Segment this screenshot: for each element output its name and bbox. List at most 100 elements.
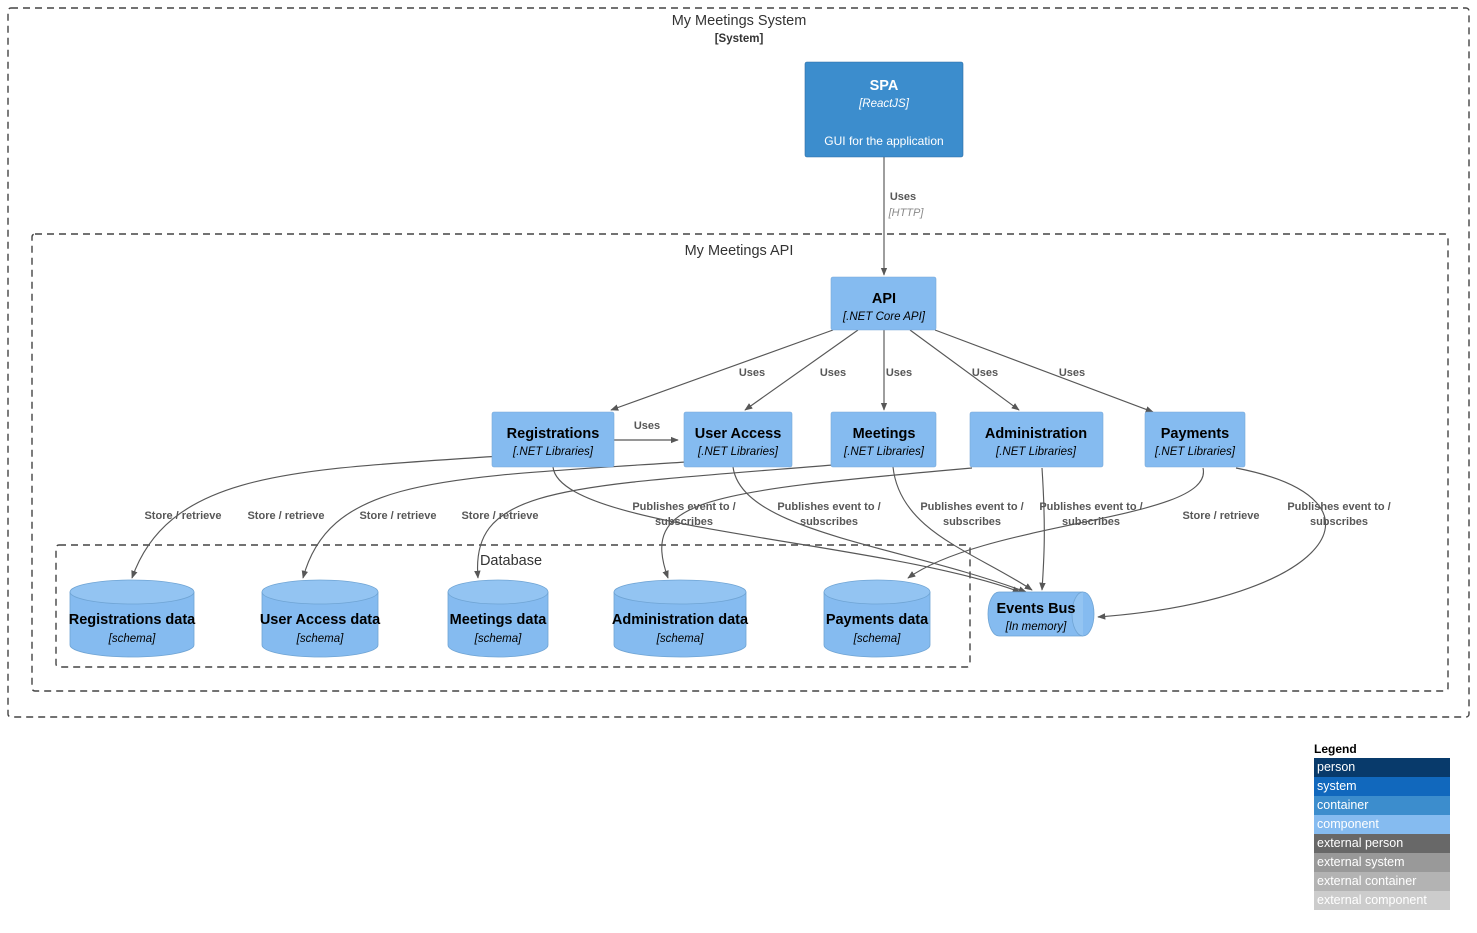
node-payments-data-title: Payments data	[826, 612, 929, 628]
node-administration-data-title: Administration data	[612, 612, 749, 628]
legend-item-component-label: component	[1317, 817, 1379, 831]
node-meetings-title: Meetings	[853, 426, 916, 442]
node-user-access[interactable]: User Access [.NET Libraries]	[683, 411, 793, 468]
node-administration-data[interactable]: Administration data [schema]	[612, 579, 749, 658]
boundary-sublabel-system: [System]	[715, 33, 764, 45]
node-spa-description: GUI for the application	[824, 134, 943, 148]
legend-item-system-label: system	[1317, 779, 1357, 793]
legend-item-person: person	[1314, 758, 1450, 777]
edge-label-administration-bus-line1: Publishes event to /	[1039, 501, 1142, 513]
node-registrations-data-tech: [schema]	[108, 633, 156, 645]
node-api[interactable]: API [.NET Core API]	[830, 276, 937, 331]
node-meetings-data-title: Meetings data	[450, 612, 548, 628]
legend-item-external-system-label: external system	[1317, 855, 1405, 869]
edge-label-api-registrations: Uses	[739, 367, 765, 379]
edge-meetings-db: Store / retrieve	[359, 464, 834, 579]
edge-api-payments: Uses	[934, 329, 1154, 413]
edge-label-meetings-db: Store / retrieve	[359, 510, 436, 522]
node-registrations-data[interactable]: Registrations data [schema]	[69, 579, 196, 658]
edge-spa-api: Uses [HTTP]	[880, 157, 925, 276]
legend-item-external-component: external component	[1314, 891, 1450, 910]
node-meetings-data[interactable]: Meetings data [schema]	[447, 579, 549, 658]
edge-label-api-payments: Uses	[1059, 367, 1085, 379]
legend-item-external-container: external container	[1314, 872, 1450, 891]
edge-label-payments-db: Store / retrieve	[1182, 510, 1259, 522]
node-administration-title: Administration	[985, 426, 1087, 442]
node-user-access-data-title: User Access data	[260, 612, 381, 628]
boundary-my-meetings-system: My Meetings System [System]	[7, 7, 1470, 718]
node-user-access-title: User Access	[695, 426, 782, 442]
edge-label-user-access-bus-line1: Publishes event to /	[777, 501, 880, 513]
boundary-my-meetings-api: My Meetings API	[31, 233, 1449, 692]
legend-item-container-label: container	[1317, 798, 1369, 812]
edge-administration-db: Store / retrieve	[461, 467, 973, 579]
node-payments-data-tech: [schema]	[853, 633, 901, 645]
edge-registrations-bus: Publishes event to / subscribes	[552, 466, 1021, 593]
edge-api-meetings: Uses	[880, 330, 912, 411]
edge-api-administration: Uses	[909, 329, 1020, 411]
edge-label-payments-bus-line1: Publishes event to /	[1287, 501, 1390, 513]
node-registrations[interactable]: Registrations [.NET Libraries]	[491, 411, 615, 468]
node-administration-data-tech: [schema]	[656, 633, 704, 645]
edge-administration-bus: Publishes event to / subscribes	[1039, 467, 1143, 591]
edge-label-administration-bus-line2: subscribes	[1062, 516, 1120, 528]
node-events-bus-title: Events Bus	[997, 601, 1076, 617]
node-api-tech: [.NET Core API]	[842, 311, 926, 323]
legend-item-external-person: external person	[1314, 834, 1450, 853]
legend-item-system: system	[1314, 777, 1450, 796]
node-registrations-tech: [.NET Libraries]	[512, 446, 594, 458]
node-api-title: API	[872, 291, 896, 307]
node-user-access-data[interactable]: User Access data [schema]	[260, 579, 381, 658]
node-meetings[interactable]: Meetings [.NET Libraries]	[830, 411, 937, 468]
node-payments[interactable]: Payments [.NET Libraries]	[1144, 411, 1246, 468]
edge-label-spa-api-tech: [HTTP]	[888, 207, 925, 219]
edge-payments-db: Store / retrieve	[907, 467, 1260, 579]
node-events-bus-tech: [In memory]	[1005, 621, 1068, 633]
edge-user-access-db: Store / retrieve	[247, 461, 687, 579]
boundary-label-database: Database	[480, 553, 542, 569]
edge-label-user-access-db: Store / retrieve	[247, 510, 324, 522]
edge-label-registrations-bus-line1: Publishes event to /	[632, 501, 735, 513]
node-registrations-title: Registrations	[507, 426, 600, 442]
node-meetings-data-tech: [schema]	[474, 633, 522, 645]
edge-label-registrations-bus-line2: subscribes	[655, 516, 713, 528]
legend-item-component: component	[1314, 815, 1450, 834]
edge-label-api-administration: Uses	[972, 367, 998, 379]
edge-label-user-access-bus-line2: subscribes	[800, 516, 858, 528]
edge-payments-bus: Publishes event to / subscribes	[1097, 467, 1391, 620]
edge-label-meetings-bus-line2: subscribes	[943, 516, 1001, 528]
legend-title: Legend	[1314, 742, 1357, 756]
edge-label-administration-db: Store / retrieve	[461, 510, 538, 522]
node-user-access-data-tech: [schema]	[296, 633, 344, 645]
node-registrations-data-title: Registrations data	[69, 612, 196, 628]
edge-meetings-bus: Publishes event to / subscribes	[892, 466, 1033, 591]
legend-item-external-person-label: external person	[1317, 836, 1404, 850]
edge-api-user-access: Uses	[744, 329, 859, 411]
node-administration-tech: [.NET Libraries]	[995, 446, 1077, 458]
node-spa-title: SPA	[870, 78, 899, 94]
legend: Legend person system container component…	[1314, 742, 1450, 910]
node-administration[interactable]: Administration [.NET Libraries]	[969, 411, 1104, 468]
edge-user-access-bus: Publishes event to / subscribes	[732, 466, 1027, 593]
edge-label-payments-bus-line2: subscribes	[1310, 516, 1368, 528]
edge-label-meetings-bus-line1: Publishes event to /	[920, 501, 1023, 513]
edge-label-api-meetings: Uses	[886, 367, 912, 379]
legend-item-external-system: external system	[1314, 853, 1450, 872]
legend-item-external-component-label: external component	[1317, 893, 1427, 907]
node-payments-data[interactable]: Payments data [schema]	[823, 579, 931, 658]
node-payments-tech: [.NET Libraries]	[1154, 446, 1236, 458]
edge-registrations-user-access: Uses	[613, 420, 679, 444]
edge-api-registrations: Uses	[610, 329, 834, 411]
node-spa[interactable]: SPA [ReactJS] GUI for the application	[804, 61, 964, 158]
legend-item-container: container	[1314, 796, 1450, 815]
edge-label-spa-api: Uses	[890, 191, 916, 203]
node-spa-tech: [ReactJS]	[858, 98, 910, 110]
legend-item-person-label: person	[1317, 760, 1356, 774]
edge-label-registrations-user-access: Uses	[634, 420, 660, 432]
node-events-bus[interactable]: Events Bus [In memory]	[987, 591, 1095, 637]
boundary-database: Database	[55, 544, 971, 668]
edge-label-registrations-db: Store / retrieve	[144, 510, 221, 522]
node-user-access-tech: [.NET Libraries]	[697, 446, 779, 458]
